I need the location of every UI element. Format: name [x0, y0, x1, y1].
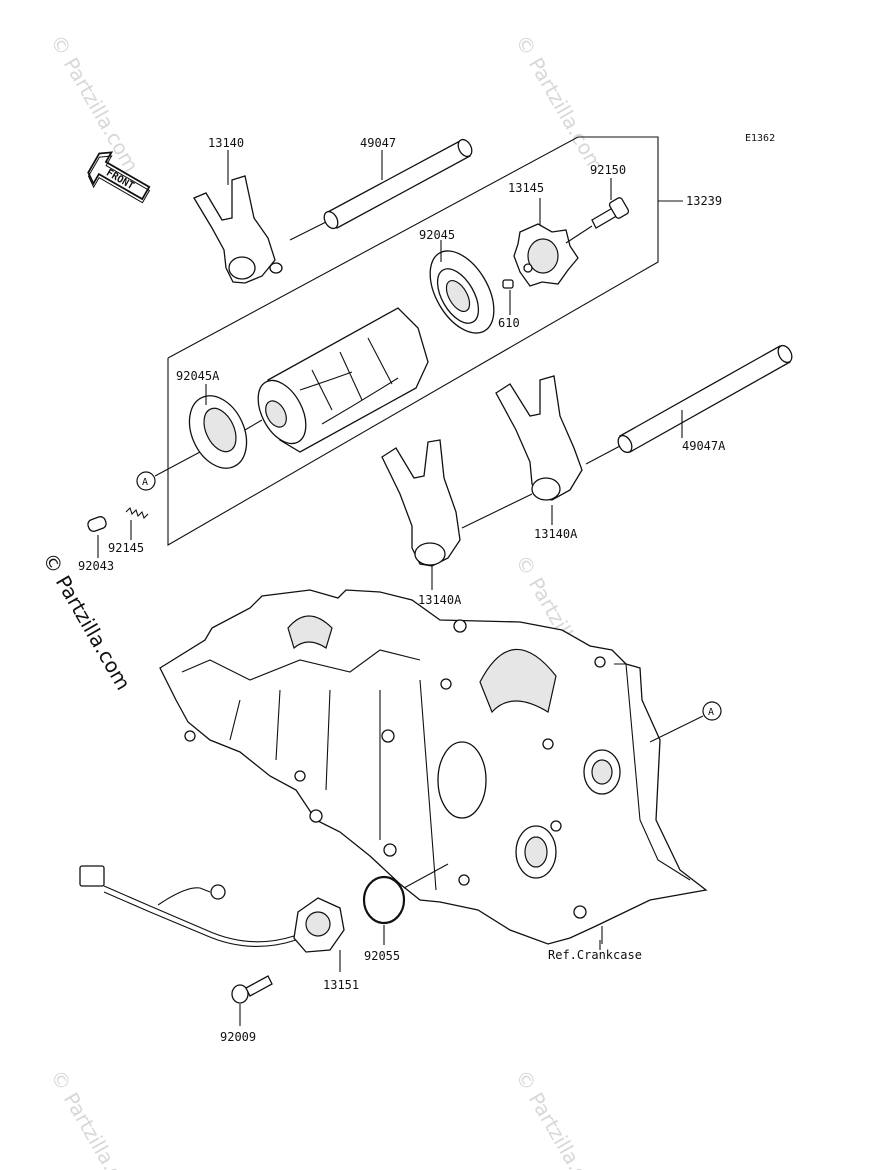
callout-a-upper-label: A [142, 477, 148, 488]
label-13140: 13140 [208, 136, 244, 150]
callout-a-lower-label: A [708, 707, 714, 718]
bearing-92045 [429, 240, 495, 334]
bearing-92045A [188, 384, 248, 469]
shift-fork-13140 [193, 150, 283, 284]
watermark-bottom-right: © Partzilla.com [511, 1066, 609, 1170]
shift-rod-49047 [289, 138, 473, 241]
label-13145: 13145 [508, 181, 544, 195]
label-92045A: 92045A [176, 369, 220, 383]
assembly-bracket [167, 136, 659, 546]
shift-fork-13140A-lower [381, 439, 533, 590]
label-92150: 92150 [590, 163, 626, 177]
spring-92145 [125, 506, 149, 540]
watermark-top-left: © Partzilla.com [46, 31, 144, 177]
plunger-92043 [87, 516, 107, 558]
label-92045: 92045 [419, 228, 455, 242]
label-92055: 92055 [364, 949, 400, 963]
label-92009: 92009 [220, 1030, 256, 1044]
label-13140A-upper: 13140A [534, 527, 578, 541]
watermark-bottom-left: © Partzilla.com [46, 1066, 144, 1170]
label-610: 610 [498, 316, 520, 330]
label-13140A-lower: 13140A [418, 593, 462, 607]
o-ring-92055 [362, 863, 449, 945]
part-labels: 13140 49047 92150 13145 13239 92045 610 … [78, 136, 726, 1044]
callout-a-upper: A [136, 451, 201, 491]
crankcase [159, 589, 708, 950]
pin-610 [502, 279, 514, 315]
callout-a-lower: A [649, 701, 722, 743]
label-49047: 49047 [360, 136, 396, 150]
shift-fork-13140A-upper [495, 375, 583, 525]
bolt-92009 [231, 975, 273, 1026]
shift-cam-13145 [513, 198, 579, 287]
label-92043: 92043 [78, 559, 114, 573]
shift-drum [237, 307, 429, 453]
shift-rod-49047A [585, 344, 793, 465]
label-49047A: 49047A [682, 439, 726, 453]
bolt-92150 [565, 178, 630, 244]
label-ref-crankcase: Ref.Crankcase [548, 948, 642, 962]
label-13239: 13239 [686, 194, 722, 208]
sensor-13151 [79, 865, 345, 972]
watermark-top-right: © Partzilla.com [511, 31, 609, 177]
diagram-code: E1362 [745, 133, 775, 144]
label-13151: 13151 [323, 978, 359, 992]
label-92145: 92145 [108, 541, 144, 555]
